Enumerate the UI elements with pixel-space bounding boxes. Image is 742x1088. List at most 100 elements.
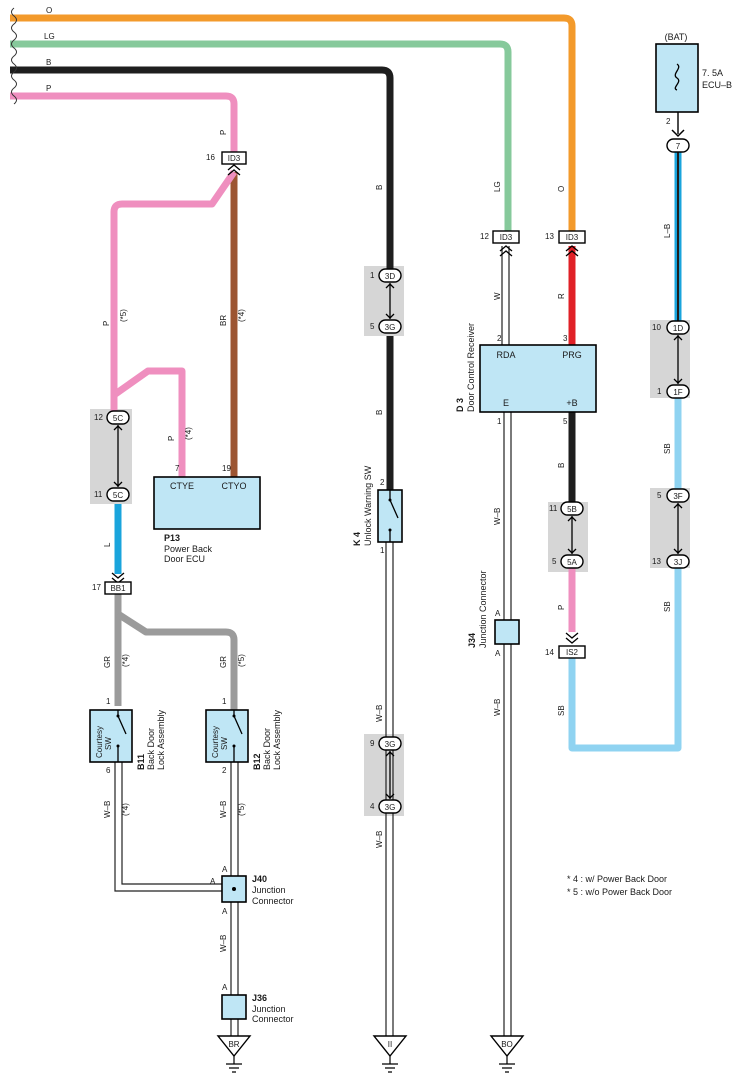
svg-text:Door Control Receiver: Door Control Receiver xyxy=(466,323,476,412)
svg-text:CTYO: CTYO xyxy=(221,481,246,491)
connector-5c-bottom: 11 5C xyxy=(94,487,130,502)
fuse-bat-label: (BAT) xyxy=(665,32,688,42)
ground-ii: II xyxy=(372,1035,408,1073)
wire-p-ctye xyxy=(111,367,186,477)
component-j36: A J36 Junction Connector xyxy=(221,983,294,1024)
svg-text:10: 10 xyxy=(652,323,661,332)
svg-text:Junction Connector: Junction Connector xyxy=(478,570,488,648)
svg-text:B: B xyxy=(375,410,384,415)
svg-text:3F: 3F xyxy=(673,492,682,501)
svg-text:1: 1 xyxy=(222,697,227,706)
svg-text:Connector: Connector xyxy=(252,896,294,906)
svg-text:BR: BR xyxy=(228,1040,239,1049)
connector-1d: 10 1D xyxy=(652,320,690,335)
wire-gr-b12 xyxy=(116,611,238,710)
connector-id3-13: 13 ID3 xyxy=(545,230,586,257)
svg-text:Lock Assembly: Lock Assembly xyxy=(156,709,166,770)
wire-sb-bottom xyxy=(568,566,682,752)
connector-3g-mid: 9 3G xyxy=(370,736,402,751)
svg-text:B: B xyxy=(375,185,384,190)
svg-text:(*4): (*4) xyxy=(121,803,130,816)
label-lg: LG xyxy=(44,32,55,41)
svg-text:BR: BR xyxy=(219,315,228,326)
svg-text:3G: 3G xyxy=(385,323,396,332)
svg-text:(*4): (*4) xyxy=(237,309,246,322)
connector-3j: 13 3J xyxy=(652,554,690,569)
vertical-wire-labels: P B LG O L–B P (*5) BR (*4) P (*4) B W R… xyxy=(102,130,672,952)
svg-text:CTYE: CTYE xyxy=(170,481,194,491)
svg-text:P: P xyxy=(167,436,176,441)
label-o: O xyxy=(46,6,52,15)
svg-text:4: 4 xyxy=(370,802,375,811)
svg-text:Junction: Junction xyxy=(252,885,286,895)
note-5: * 5 : w/o Power Back Door xyxy=(567,887,672,897)
svg-text:1F: 1F xyxy=(673,388,682,397)
svg-text:J40: J40 xyxy=(252,874,267,884)
svg-text:P: P xyxy=(557,605,566,610)
svg-text:K 4: K 4 xyxy=(352,532,362,546)
connector-3f: 5 3F xyxy=(657,488,690,503)
svg-text:17: 17 xyxy=(92,583,101,592)
component-j34: A A J34 Junction Connector xyxy=(467,570,520,658)
svg-text:Back Door: Back Door xyxy=(262,728,272,770)
svg-text:12: 12 xyxy=(94,413,103,422)
svg-text:(*5): (*5) xyxy=(119,309,128,322)
svg-text:P: P xyxy=(102,321,111,326)
svg-text:1: 1 xyxy=(370,271,375,280)
wire-o xyxy=(10,14,576,232)
svg-text:(*4): (*4) xyxy=(121,654,130,667)
svg-text:IS2: IS2 xyxy=(566,648,579,657)
svg-text:6: 6 xyxy=(106,766,111,775)
svg-text:LG: LG xyxy=(493,181,502,192)
svg-text:A: A xyxy=(222,907,228,916)
connector-id3-16: 16 ID3 xyxy=(206,151,247,176)
note-4: * 4 : w/ Power Back Door xyxy=(567,874,667,884)
svg-text:J34: J34 xyxy=(467,633,477,648)
fuse-name: ECU–B xyxy=(702,80,732,90)
svg-text:3G: 3G xyxy=(385,803,396,812)
connector-is2: 14 IS2 xyxy=(545,632,586,659)
svg-text:ID3: ID3 xyxy=(500,233,513,242)
ground-br: BR xyxy=(216,1035,252,1073)
svg-text:BO: BO xyxy=(501,1040,513,1049)
svg-text:W–B: W–B xyxy=(493,699,502,716)
svg-text:A: A xyxy=(222,983,228,992)
connector-5b: 11 5B xyxy=(549,501,584,516)
connector-7: 7 xyxy=(666,138,690,153)
svg-text:Lock Assembly: Lock Assembly xyxy=(272,709,282,770)
svg-text:Courtesy: Courtesy xyxy=(211,726,220,758)
svg-text:(*5): (*5) xyxy=(237,654,246,667)
svg-text:Courtesy: Courtesy xyxy=(95,726,104,758)
wb-wires xyxy=(114,246,512,1036)
svg-text:BB1: BB1 xyxy=(110,584,126,593)
svg-text:RDA: RDA xyxy=(496,350,515,360)
svg-text:1: 1 xyxy=(380,546,385,555)
svg-text:B11: B11 xyxy=(136,754,146,770)
svg-text:5: 5 xyxy=(657,491,662,500)
svg-text:(*4): (*4) xyxy=(184,427,193,440)
svg-text:9: 9 xyxy=(370,739,375,748)
svg-text:ID3: ID3 xyxy=(228,154,241,163)
wire-p-left xyxy=(110,170,237,412)
svg-text:(*5): (*5) xyxy=(237,803,246,816)
svg-text:W: W xyxy=(493,292,502,300)
svg-text:14: 14 xyxy=(545,648,554,657)
svg-text:2: 2 xyxy=(380,478,385,487)
component-b12: 1 Courtesy SW 2 B12 Back Door Lock Assem… xyxy=(205,697,282,775)
component-k4: 2 1 K 4 Unlock Warning SW xyxy=(352,465,403,555)
svg-text:13: 13 xyxy=(652,557,661,566)
svg-text:Junction: Junction xyxy=(252,1004,286,1014)
svg-text:Unlock Warning SW: Unlock Warning SW xyxy=(363,465,373,546)
svg-text:W–B: W–B xyxy=(219,935,228,952)
svg-text:A: A xyxy=(495,649,501,658)
svg-text:ID3: ID3 xyxy=(566,233,579,242)
wire-p-top xyxy=(10,92,238,152)
svg-text:3G: 3G xyxy=(385,740,396,749)
svg-text:2: 2 xyxy=(222,766,227,775)
svg-text:A: A xyxy=(210,877,216,886)
fuse-symbol xyxy=(674,63,680,91)
fuse-rating: 7. 5A xyxy=(702,68,723,78)
component-d3: 2 3 RDA PRG E +B 1 5 D 3 Door Control Re… xyxy=(455,323,597,426)
svg-text:3J: 3J xyxy=(674,558,682,567)
svg-text:A: A xyxy=(495,609,501,618)
